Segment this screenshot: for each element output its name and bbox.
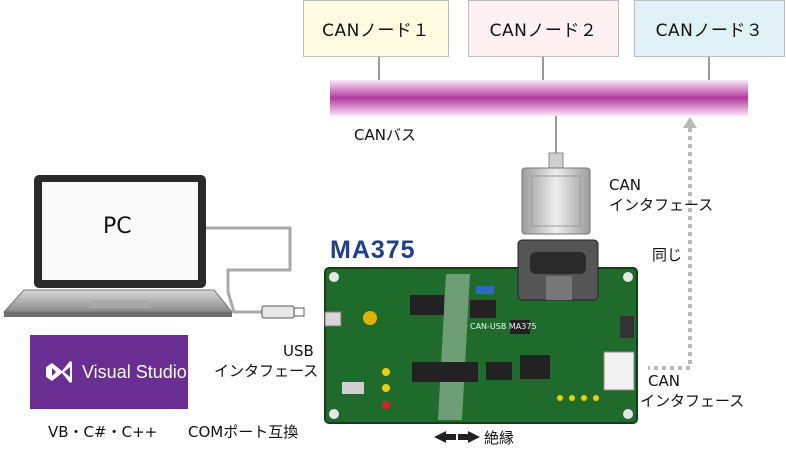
pcb-board: [324, 267, 638, 424]
can-node-2-label: CANノード２: [489, 21, 598, 41]
board-name: MA375: [330, 236, 416, 264]
can-node-2: CANノード２: [468, 0, 619, 57]
usb-cable: [206, 226, 292, 314]
com-port-label: COMポート互換: [188, 423, 299, 441]
can-bus: [330, 80, 748, 116]
usb-plug-icon: [261, 305, 305, 319]
laptop-icon: [2, 175, 234, 317]
can-node-3-label: CANノード３: [655, 21, 764, 41]
languages-label: VB・C#・C++: [48, 423, 158, 441]
same-interface-dashed-path: [648, 117, 697, 370]
visual-studio-text: Visual Studio: [82, 361, 187, 382]
can-interface-bottom-line2: インタフェース: [640, 392, 745, 410]
can-interface-top-line2: インタフェース: [609, 196, 714, 214]
can-node-1-label: CANノード１: [322, 21, 430, 41]
can-node-1: CANノード１: [303, 0, 449, 57]
board-silk-label: CAN-USB MA375: [470, 322, 537, 331]
isolation-label: 絶縁: [484, 429, 515, 447]
can-node-3: CANノード３: [634, 0, 785, 57]
pc-label: PC: [103, 214, 132, 239]
visual-studio-icon: [46, 361, 72, 383]
can-interface-top-line1: CAN: [609, 176, 641, 194]
can-bus-label: CANバス: [354, 126, 416, 144]
usb-interface-line1: USB: [283, 342, 314, 360]
board-dsub-connector-icon: [517, 239, 599, 301]
usb-interface-line2: インタフェース: [214, 362, 319, 380]
dsub-connector-icon: [521, 152, 591, 235]
same-label: 同じ: [652, 246, 683, 264]
can-interface-bottom-line1: CAN: [648, 372, 680, 390]
isolation-arrows-icon: [434, 431, 480, 443]
visual-studio-logo: Visual Studio: [30, 335, 188, 409]
